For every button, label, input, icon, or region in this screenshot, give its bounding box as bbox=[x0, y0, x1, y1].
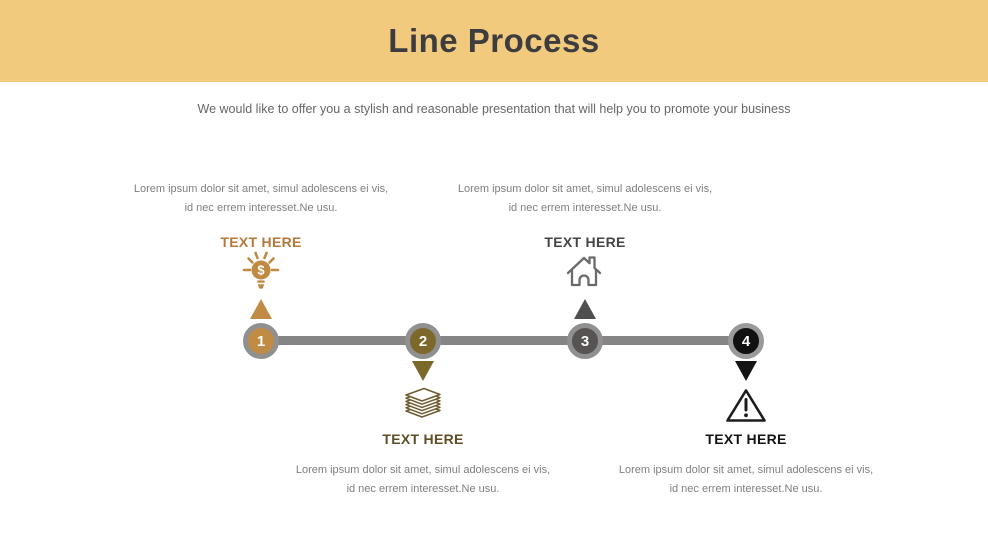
timeline-line bbox=[261, 336, 746, 345]
lightbulb-dollar-icon: $ bbox=[240, 250, 282, 299]
header-band: Line Process bbox=[0, 0, 988, 82]
step-4-pointer-down bbox=[735, 361, 757, 381]
step-2-pointer-down bbox=[412, 361, 434, 381]
step-2-description-line1: Lorem ipsum dolor sit amet, simul adoles… bbox=[295, 464, 551, 476]
step-1-description-line1: Lorem ipsum dolor sit amet, simul adoles… bbox=[133, 183, 389, 195]
svg-text:$: $ bbox=[257, 263, 265, 278]
step-1-node: 1 bbox=[243, 323, 279, 359]
step-3-description: Lorem ipsum dolor sit amet, simul adoles… bbox=[445, 180, 725, 217]
step-3-pointer-up bbox=[574, 299, 596, 319]
step-4-description-line2: id nec errem interesset.Ne usu. bbox=[669, 482, 823, 495]
page-title: Line Process bbox=[388, 22, 600, 59]
step-2-description: Lorem ipsum dolor sit amet, simul adoles… bbox=[283, 461, 563, 498]
step-1-description: Lorem ipsum dolor sit amet, simul adoles… bbox=[121, 180, 401, 217]
step-3-node: 3 bbox=[567, 323, 603, 359]
step-4-node: 4 bbox=[728, 323, 764, 359]
step-2-description-line2: id nec errem interesset.Ne usu. bbox=[346, 482, 500, 495]
step-4-description-line1: Lorem ipsum dolor sit amet, simul adoles… bbox=[618, 464, 874, 476]
step-3-description-line1: Lorem ipsum dolor sit amet, simul adoles… bbox=[457, 183, 713, 195]
step-4-description: Lorem ipsum dolor sit amet, simul adoles… bbox=[606, 461, 886, 498]
slide-subtitle: We would like to offer you a stylish and… bbox=[197, 102, 791, 116]
warning-icon bbox=[724, 386, 768, 429]
house-icon bbox=[564, 253, 604, 294]
step-1-description-line2: id nec errem interesset.Ne usu. bbox=[184, 201, 338, 214]
step-2-label: TEXT HERE bbox=[382, 431, 464, 447]
step-1-label: TEXT HERE bbox=[220, 234, 302, 250]
layer-stack-icon bbox=[403, 387, 443, 426]
step-3-description-line2: id nec errem interesset.Ne usu. bbox=[508, 201, 662, 214]
step-4-label: TEXT HERE bbox=[705, 431, 787, 447]
step-2-node: 2 bbox=[405, 323, 441, 359]
step-3-label: TEXT HERE bbox=[544, 234, 626, 250]
step-1-pointer-up bbox=[250, 299, 272, 319]
